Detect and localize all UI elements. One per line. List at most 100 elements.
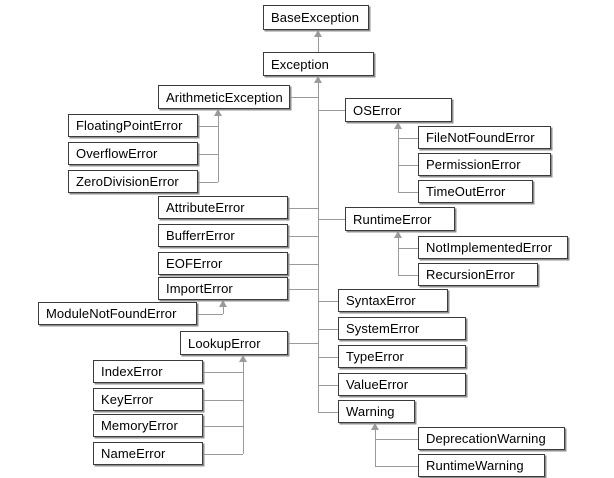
edge-runtimewarning-to-warning <box>375 466 418 467</box>
node-label: ImportError <box>166 281 233 296</box>
node-attribute-error[interactable]: AttributeError <box>158 196 288 219</box>
node-label: RecursionError <box>426 267 515 282</box>
node-key-error[interactable]: KeyError <box>93 388 203 411</box>
node-label: KeyError <box>101 392 154 407</box>
arrow-to-arithmeticexception <box>214 109 222 116</box>
node-label: BufferrError <box>166 228 235 243</box>
node-runtime-warning[interactable]: RuntimeWarning <box>418 454 545 477</box>
node-system-error[interactable]: SystemError <box>338 317 466 340</box>
bus-importerror <box>223 306 224 314</box>
node-label: ModuleNotFoundError <box>46 306 177 321</box>
node-arithmetic-exception[interactable]: ArithmeticException <box>158 85 290 109</box>
node-value-error[interactable]: ValueError <box>338 373 466 396</box>
edge-timeouterror-to-oserror <box>398 192 418 193</box>
edge-attributeerror-to-exception <box>288 208 318 209</box>
node-label: LookupError <box>188 335 261 351</box>
edge-warning-to-exception <box>318 412 338 413</box>
node-label: MemoryError <box>101 418 178 433</box>
edge-permissionerror-to-oserror <box>398 165 418 166</box>
node-permission-error[interactable]: PermissionError <box>418 153 551 176</box>
node-label: NotImplementedError <box>426 240 553 255</box>
node-syntax-error[interactable]: SyntaxError <box>338 289 448 312</box>
edge-importerror-to-exception <box>288 289 318 290</box>
node-warning[interactable]: Warning <box>338 400 415 423</box>
node-label: Warning <box>346 404 395 419</box>
edge-syntaxerror-to-exception <box>318 301 338 302</box>
node-label: BaseException <box>271 10 360 25</box>
node-floating-point-error[interactable]: FloatingPointError <box>68 114 198 137</box>
node-label: NameError <box>101 446 166 461</box>
node-label: RuntimeError <box>353 211 432 227</box>
node-deprecation-warning[interactable]: DeprecationWarning <box>418 427 565 450</box>
edge-modulenotfounderror-to-importerror <box>197 314 223 315</box>
bus-oserror <box>398 128 399 192</box>
arrow-to-lookuperror <box>239 355 247 362</box>
arrow-to-baseexception <box>314 30 322 37</box>
node-import-error[interactable]: ImportError <box>158 277 288 300</box>
arrow-to-runtimeerror <box>394 231 402 238</box>
node-time-out-error[interactable]: TimeOutError <box>418 180 533 203</box>
node-label: RuntimeWarning <box>426 458 524 473</box>
edge-bufferrerror-to-exception <box>288 236 318 237</box>
edge-eoferror-to-exception <box>288 264 318 265</box>
node-label: SystemError <box>346 321 420 336</box>
edge-typeerror-to-exception <box>318 357 338 358</box>
node-eof-error[interactable]: EOFError <box>158 252 288 275</box>
edge-nameerror-to-lookuperror <box>203 454 243 455</box>
edge-memoryerror-to-lookuperror <box>203 426 243 427</box>
node-label: TimeOutError <box>426 184 506 199</box>
node-index-error[interactable]: IndexError <box>93 360 203 383</box>
node-label: PermissionError <box>426 157 521 172</box>
node-label: FloatingPointError <box>76 118 183 133</box>
bus-warning <box>375 429 376 466</box>
node-label: ZeroDivisionError <box>76 174 179 189</box>
node-recursion-error[interactable]: RecursionError <box>418 263 538 286</box>
node-label: ValueError <box>346 377 409 392</box>
edge-deprecationwarning-to-warning <box>375 439 418 440</box>
edge-exception-to-baseexception <box>318 30 319 52</box>
node-overflow-error[interactable]: OverflowError <box>68 142 198 165</box>
edge-floatingpointerror-to-arithmeticexception <box>198 126 218 127</box>
bus-arithmeticexception <box>218 115 219 182</box>
node-label: EOFError <box>166 256 223 271</box>
node-zero-division-error[interactable]: ZeroDivisionError <box>68 170 198 193</box>
node-exception[interactable]: Exception <box>263 52 374 76</box>
node-file-not-found-error[interactable]: FileNotFoundError <box>418 126 551 149</box>
node-lookup-error[interactable]: LookupError <box>180 331 288 355</box>
node-not-implemented-error[interactable]: NotImplementedError <box>418 236 568 259</box>
node-name-error[interactable]: NameError <box>93 442 203 465</box>
node-label: OverflowError <box>76 146 158 161</box>
edge-recursionerror-to-runtimeerror <box>398 275 418 276</box>
node-base-exception[interactable]: BaseException <box>263 5 369 30</box>
edge-indexerror-to-lookuperror <box>203 372 243 373</box>
edge-lookuperror-to-exception <box>288 343 318 344</box>
node-label: DeprecationWarning <box>426 431 546 446</box>
node-runtime-error[interactable]: RuntimeError <box>345 207 455 231</box>
edge-valueerror-to-exception <box>318 385 338 386</box>
edge-arithmeticexception-to-exception <box>290 97 318 98</box>
node-label: ArithmeticException <box>166 89 283 105</box>
edge-zerodivisionerror-to-arithmeticexception <box>198 182 218 183</box>
bus-runtimeerror <box>398 237 399 275</box>
edge-notimplementederror-to-runtimeerror <box>398 248 418 249</box>
node-os-error[interactable]: OSError <box>345 98 452 122</box>
node-module-not-found-error[interactable]: ModuleNotFoundError <box>38 302 197 325</box>
node-memory-error[interactable]: MemoryError <box>93 414 203 437</box>
node-label: SyntaxError <box>346 293 416 308</box>
arrow-to-warning <box>371 423 379 430</box>
arrow-to-exception <box>314 76 322 83</box>
node-label: AttributeError <box>166 200 245 215</box>
edge-systemerror-to-exception <box>318 329 338 330</box>
node-buffer-error[interactable]: BufferrError <box>158 224 288 247</box>
node-label: Exception <box>271 56 329 72</box>
edge-main-trunk <box>318 76 319 412</box>
edge-filenotfounderror-to-oserror <box>398 138 418 139</box>
bus-lookuperror <box>243 361 244 454</box>
node-label: IndexError <box>101 364 163 379</box>
arrow-to-oserror <box>394 122 402 129</box>
arrow-to-importerror <box>219 300 227 307</box>
node-label: TypeError <box>346 349 404 364</box>
node-label: FileNotFoundError <box>426 130 535 145</box>
node-type-error[interactable]: TypeError <box>338 345 466 368</box>
